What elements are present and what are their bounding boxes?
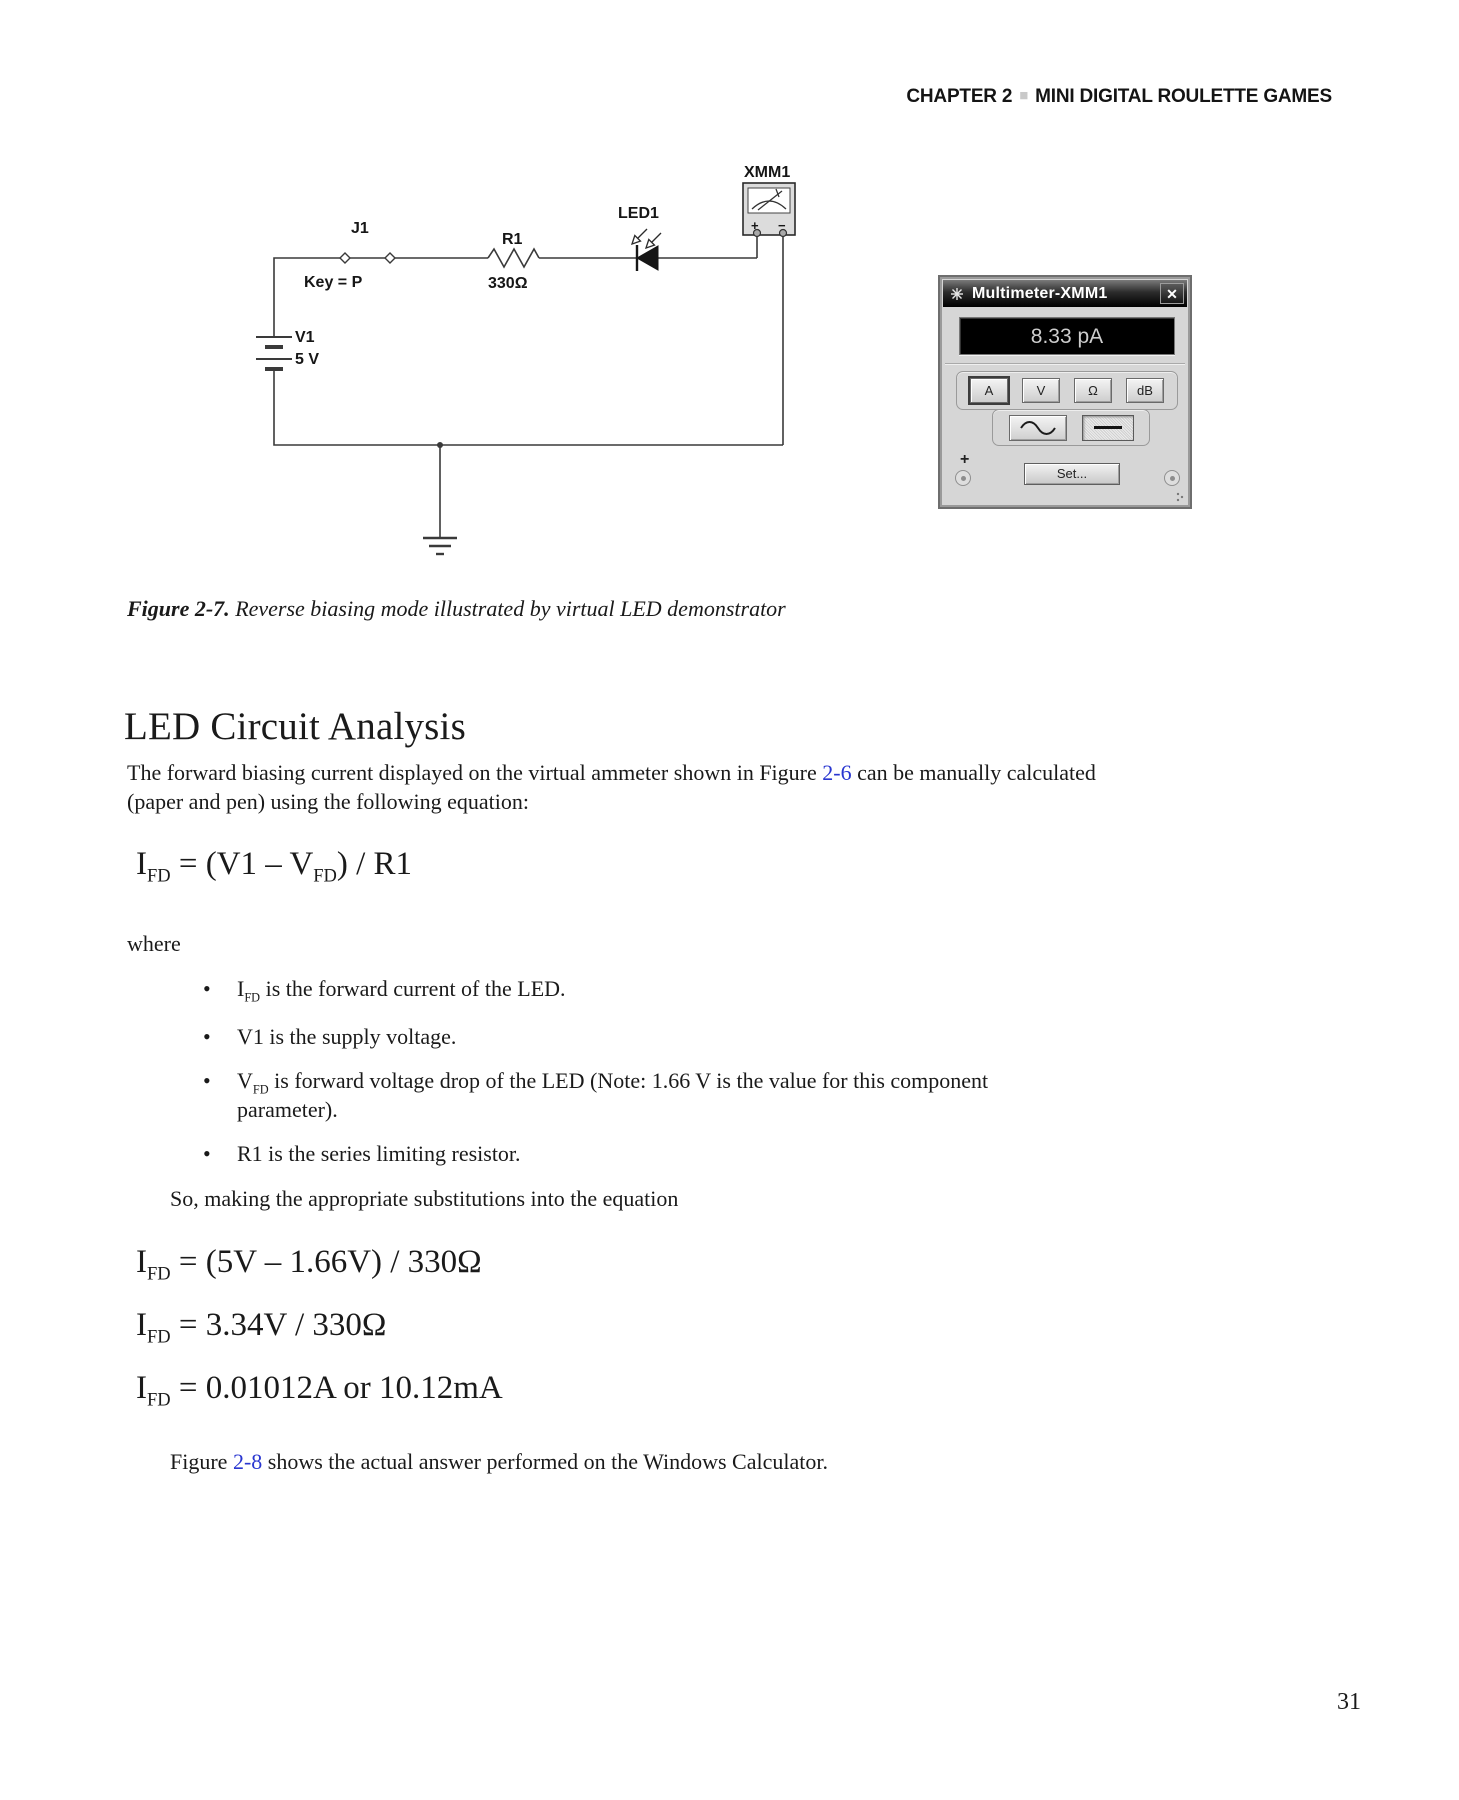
meter-minus-label: − — [778, 218, 786, 233]
mode-button-amps: A — [970, 378, 1008, 403]
label-r1: R1 — [502, 231, 523, 248]
xmm1-meter-symbol: + − — [742, 182, 796, 238]
chapter-label: CHAPTER 2 — [906, 86, 1013, 107]
label-led1: LED1 — [618, 205, 659, 222]
negative-terminal — [1164, 470, 1180, 486]
page-number: 31 — [1337, 1689, 1361, 1715]
resistor-r1 — [487, 247, 540, 269]
section-heading: LED Circuit Analysis — [124, 705, 466, 748]
multimeter-window: Multimeter-XMM1 ✕ 8.33 pA A V Ω dB + Set… — [940, 277, 1190, 507]
signal-button-group — [992, 409, 1150, 446]
label-j1: J1 — [351, 220, 369, 237]
equation-simplified: IFD = 3.34V / 330Ω — [136, 1307, 387, 1347]
intro-paragraph: The forward biasing current displayed on… — [127, 758, 1357, 816]
mode-button-ohms: Ω — [1074, 378, 1112, 403]
where-label: where — [127, 931, 181, 956]
list-item: • VFD is forward voltage drop of the LED… — [203, 1068, 989, 1122]
paragraph-text: The forward biasing current displayed on… — [127, 760, 823, 785]
set-button: Set... — [1024, 463, 1120, 485]
battery-v1 — [256, 336, 292, 371]
dc-dash-icon — [1093, 426, 1122, 429]
mode-button-group: A V Ω dB — [956, 371, 1178, 410]
multimeter-reading: 8.33 pA — [959, 317, 1175, 355]
ac-sine-button — [1008, 414, 1067, 441]
positive-terminal — [955, 470, 971, 486]
circuit-diagram: + − J1 Key = P R1 330Ω LED1 XMM1 V1 5 V — [256, 164, 796, 556]
junction-dot — [437, 442, 443, 448]
figure-2-8-sentence: Figure 2-8 shows the actual answer perfo… — [170, 1447, 828, 1476]
paragraph-text: (paper and pen) using the following equa… — [127, 789, 530, 814]
positive-terminal-label: + — [960, 451, 970, 468]
paragraph-text: shows the actual answer performed on the… — [262, 1449, 828, 1474]
bullet-icon: • — [203, 1141, 211, 1166]
figure-caption-text: Reverse biasing mode illustrated by virt… — [229, 596, 786, 621]
header-separator-square: ■ — [1019, 87, 1029, 104]
multimeter-title: Multimeter-XMM1 — [972, 284, 1108, 302]
multimeter-titlebar: Multimeter-XMM1 ✕ — [943, 280, 1187, 307]
equation-result: IFD = 0.01012A or 10.12mA — [136, 1370, 503, 1410]
label-key: Key = P — [304, 274, 363, 291]
list-item: • V1 is the supply voltage. — [203, 1024, 457, 1049]
figure-2-6-link[interactable]: 2-6 — [822, 760, 852, 785]
figure-caption-label: Figure 2-7. — [127, 596, 230, 621]
multimeter-icon — [951, 287, 963, 300]
figure-caption: Figure 2-7. Reverse biasing mode illustr… — [127, 596, 786, 622]
close-icon: ✕ — [1160, 283, 1184, 304]
mode-button-volts: V — [1022, 378, 1060, 403]
book-title: MINI DIGITAL ROULETTE GAMES — [1035, 86, 1332, 107]
sine-wave-icon — [1019, 420, 1056, 435]
equation-substituted: IFD = (5V – 1.66V) / 330Ω — [136, 1244, 482, 1284]
led-light-arrows — [630, 228, 662, 250]
paragraph-text: Figure — [170, 1449, 233, 1474]
led1-symbol — [630, 228, 662, 271]
label-v1: V1 — [295, 329, 315, 346]
substitution-sentence: So, making the appropriate substitutions… — [170, 1186, 679, 1211]
dc-button — [1081, 414, 1134, 441]
list-item: • IFD is the forward current of the LED. — [203, 976, 566, 1005]
equation-ifd-general: IFD = (V1 – VFD) / R1 — [136, 846, 413, 886]
label-v1-value: 5 V — [295, 351, 319, 368]
meter-plus-label: + — [751, 218, 759, 233]
label-xmm1: XMM1 — [744, 164, 790, 181]
bullet-icon: • — [203, 976, 211, 1001]
running-header: CHAPTER 2 ■ MINI DIGITAL ROULETTE GAMES — [906, 86, 1332, 108]
switch-j1 — [339, 252, 396, 264]
figure-2-8-link[interactable]: 2-8 — [232, 1449, 263, 1474]
ground-symbol — [423, 536, 457, 556]
circuit-wires — [273, 235, 784, 538]
bullet-icon: • — [203, 1068, 211, 1093]
label-r1-value: 330Ω — [488, 275, 528, 292]
resize-grip — [1176, 492, 1184, 502]
mode-button-db: dB — [1126, 378, 1164, 403]
list-item: • R1 is the series limiting resistor. — [203, 1141, 521, 1166]
paragraph-text: can be manually calculated — [851, 760, 1096, 785]
bullet-icon: • — [203, 1024, 211, 1049]
divider — [945, 363, 1185, 365]
